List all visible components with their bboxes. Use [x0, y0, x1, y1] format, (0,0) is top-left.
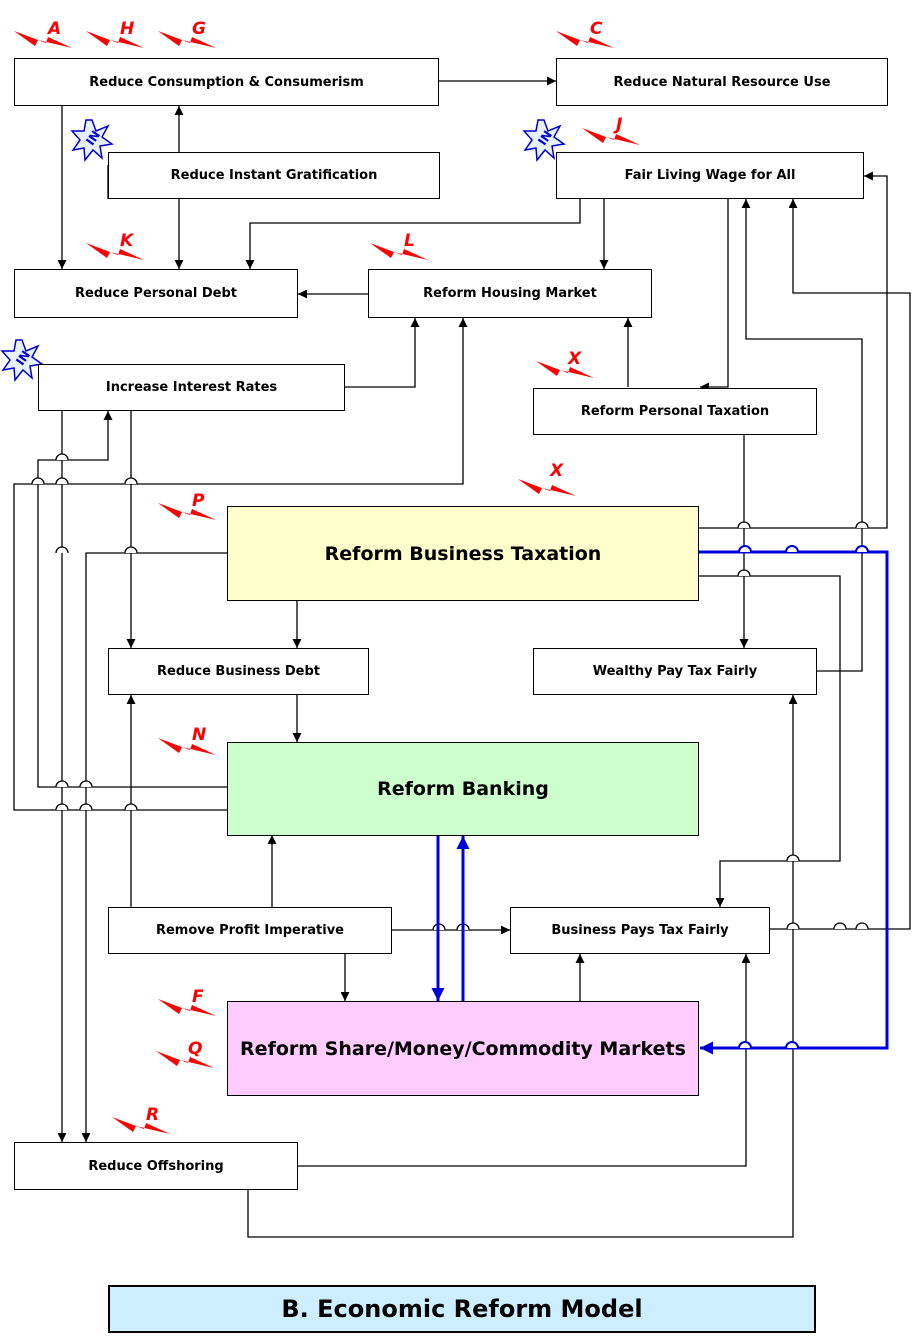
- markers: A H G C J K L X X P N F Q R: [14, 19, 640, 1134]
- marker-N: N: [192, 725, 206, 745]
- box-reduce-personal-debt: Reduce Personal Debt: [14, 269, 298, 318]
- in-stars: IN IN IN: [1, 119, 565, 381]
- in-label-interest: IN: [13, 348, 33, 368]
- marker-H: H: [120, 19, 134, 39]
- bolt-icon: [158, 31, 216, 48]
- bolt-icon: [556, 31, 614, 48]
- marker-C: C: [590, 19, 603, 39]
- bolt-icon: [14, 31, 72, 48]
- box-reduce-consumption: Reduce Consumption & Consumerism: [14, 58, 439, 106]
- box-reduce-instant-gratification: Reduce Instant Gratification: [108, 152, 440, 199]
- bolt-icon: [518, 479, 576, 496]
- diagram-caption: B. Economic Reform Model: [108, 1285, 816, 1333]
- bolt-icon: [86, 31, 144, 48]
- box-fair-living-wage: Fair Living Wage for All: [556, 152, 864, 199]
- bolt-icon: [582, 128, 640, 145]
- box-wealthy-pay-tax: Wealthy Pay Tax Fairly: [533, 648, 817, 695]
- box-increase-interest-rates: Increase Interest Rates: [38, 364, 345, 411]
- box-reduce-natural-resource: Reduce Natural Resource Use: [556, 58, 888, 106]
- bolt-icon: [158, 503, 216, 520]
- marker-P: P: [192, 491, 205, 511]
- marker-X-business: X: [549, 461, 564, 481]
- in-label-wage: IN: [535, 128, 555, 148]
- box-business-pays-tax: Business Pays Tax Fairly: [510, 907, 770, 954]
- star-icon: IN: [523, 119, 565, 161]
- box-reform-markets: Reform Share/Money/Commodity Markets: [227, 1001, 699, 1096]
- bolt-icon: [156, 1051, 214, 1068]
- highlight-hops: [738, 545, 869, 1049]
- box-reform-housing-market: Reform Housing Market: [368, 269, 652, 318]
- box-reduce-business-debt: Reduce Business Debt: [108, 648, 369, 695]
- bolt-icon: [158, 738, 216, 755]
- marker-J: J: [613, 115, 622, 135]
- bolt-icon: [112, 1117, 170, 1134]
- bolt-icon: [536, 361, 594, 378]
- marker-R: R: [146, 1105, 159, 1125]
- star-icon: IN: [71, 119, 113, 161]
- box-reform-personal-taxation: Reform Personal Taxation: [533, 388, 817, 435]
- marker-L: L: [404, 231, 415, 251]
- bolt-icon: [370, 243, 428, 260]
- box-reform-banking: Reform Banking: [227, 742, 699, 836]
- bolt-icon: [158, 999, 216, 1016]
- marker-X-personal: X: [567, 349, 582, 369]
- bolt-icon: [86, 243, 144, 260]
- marker-Q: Q: [188, 1039, 202, 1059]
- marker-F: F: [192, 987, 204, 1007]
- in-label-instant: IN: [83, 128, 103, 148]
- marker-G: G: [192, 19, 206, 39]
- marker-K: K: [120, 231, 135, 251]
- star-icon: IN: [1, 339, 43, 381]
- box-reform-business-taxation: Reform Business Taxation: [227, 506, 699, 601]
- marker-A: A: [46, 19, 61, 39]
- box-reduce-offshoring: Reduce Offshoring: [14, 1142, 298, 1190]
- box-remove-profit-imperative: Remove Profit Imperative: [108, 907, 392, 954]
